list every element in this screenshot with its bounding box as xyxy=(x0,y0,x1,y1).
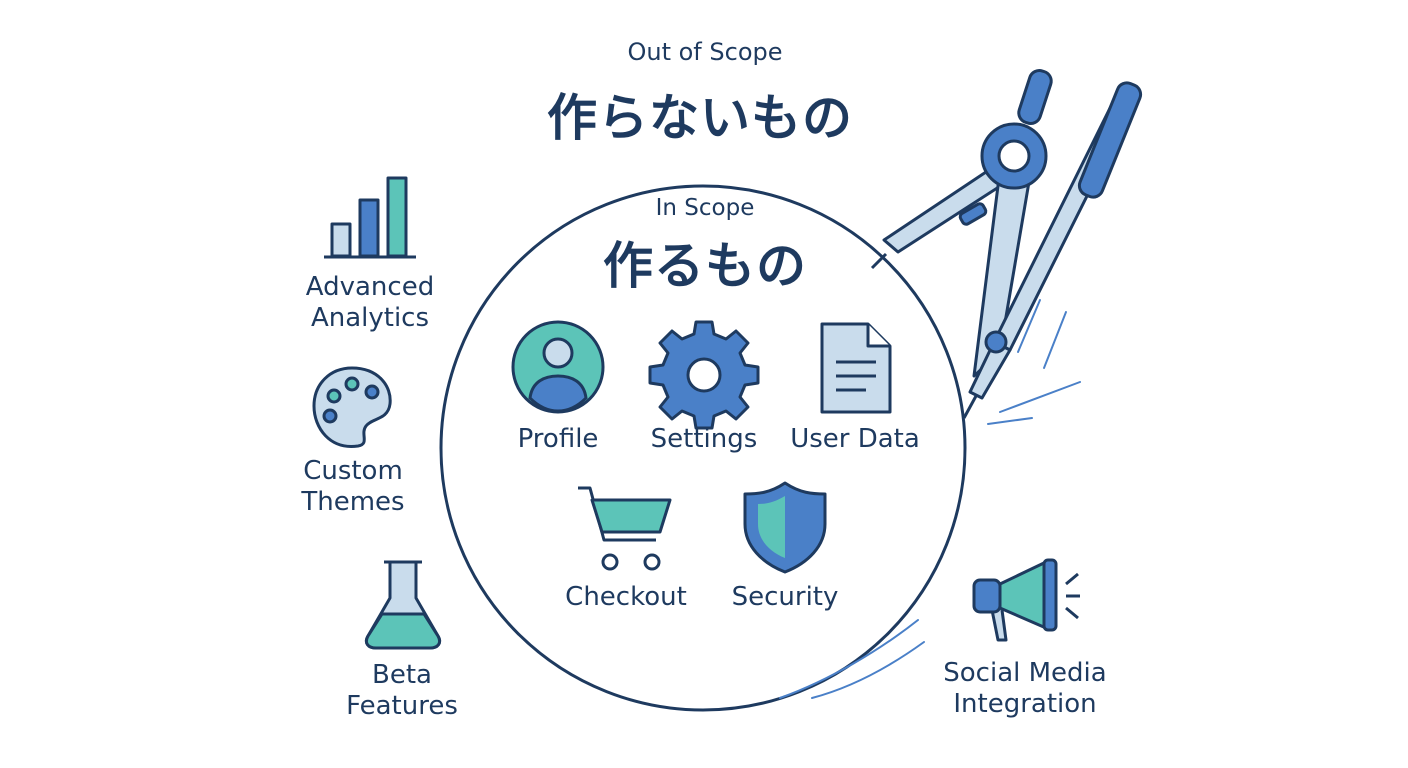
out-of-scope-item-beta-features: Beta Features xyxy=(302,660,502,722)
item-label-line2: Themes xyxy=(301,487,405,517)
palette-icon xyxy=(312,366,392,448)
in-scope-title: 作るもの xyxy=(603,237,807,295)
document-icon xyxy=(820,322,892,414)
item-label-line2: Analytics xyxy=(310,303,430,333)
in-scope-item-security-label: Security xyxy=(731,582,839,612)
megaphone-icon xyxy=(972,558,1080,642)
gear-icon xyxy=(648,320,760,430)
out-of-scope-subtitle: Out of Scope xyxy=(627,38,783,66)
in-scope-item-checkout-label: Checkout xyxy=(565,582,687,612)
compass-drawing-icon xyxy=(870,69,1143,419)
flask-icon xyxy=(364,560,442,650)
item-label-line2: Features xyxy=(346,691,458,721)
item-label-line1: Custom xyxy=(303,456,403,486)
scope-circle xyxy=(439,184,967,712)
shopping-cart-icon xyxy=(578,486,672,571)
out-of-scope-item-social-media: Social Media Integration xyxy=(915,658,1135,720)
item-label-line1: Advanced xyxy=(305,272,435,302)
in-scope-subtitle: In Scope xyxy=(655,195,755,221)
in-scope-item-settings-label: Settings xyxy=(650,424,758,454)
shield-icon xyxy=(743,481,827,574)
item-label-line1: Beta xyxy=(372,660,432,690)
out-of-scope-item-custom-themes: Custom Themes xyxy=(253,456,453,518)
item-label-line2: Integration xyxy=(953,689,1097,719)
user-profile-icon xyxy=(511,320,605,414)
out-of-scope-title: 作らないもの xyxy=(547,89,853,147)
in-scope-item-profile-label: Profile xyxy=(517,424,599,454)
bar-chart-icon xyxy=(324,176,416,259)
out-of-scope-item-advanced-analytics: Advanced Analytics xyxy=(270,272,470,334)
in-scope-item-user-data-label: User Data xyxy=(790,424,920,454)
motion-lines xyxy=(779,299,1081,699)
item-label-line1: Social Media xyxy=(943,658,1107,688)
